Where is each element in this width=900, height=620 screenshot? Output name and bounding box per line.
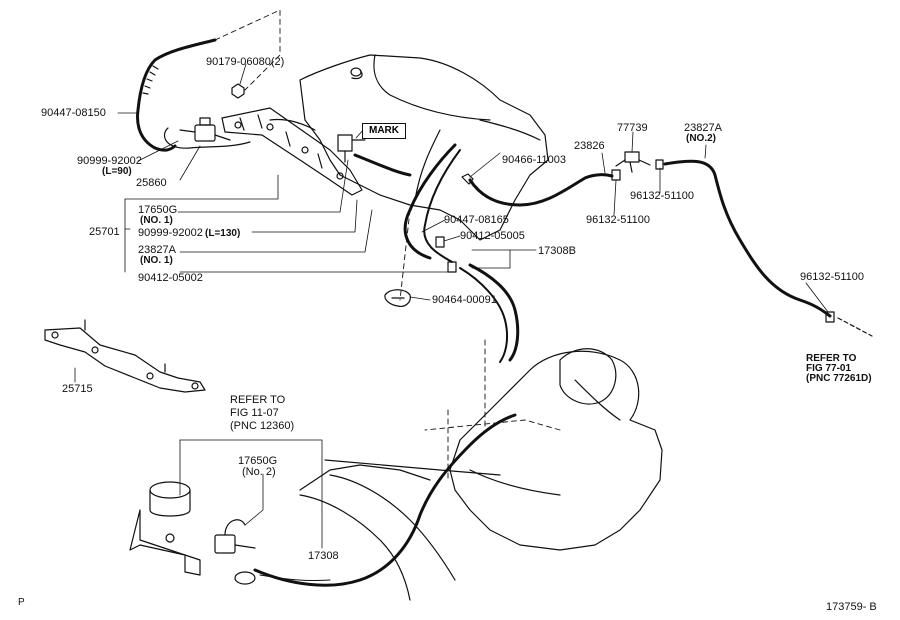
clip-90466 bbox=[461, 173, 474, 185]
label-25860: 25860 bbox=[136, 177, 167, 189]
hose-23826 bbox=[468, 173, 614, 207]
label-25715: 25715 bbox=[62, 383, 93, 395]
label-90412-05005: 90412-05005 bbox=[460, 230, 525, 242]
refer-fig11-line3: (PNC 12360) bbox=[230, 420, 295, 432]
label-17308: 17308 bbox=[308, 550, 339, 562]
label-96132-51100-c: 96132-51100 bbox=[800, 271, 865, 283]
refer-fig11-line2: FIG 11-07 bbox=[230, 407, 279, 419]
support-25715-illustration bbox=[44, 319, 206, 393]
intake-manifold-illustration bbox=[299, 54, 549, 241]
label-90447-08150: 90447-08150 bbox=[41, 107, 106, 119]
diagram-id: 173759- B bbox=[826, 601, 877, 613]
label-no2: (NO.2) bbox=[686, 133, 716, 144]
clip-96132-c bbox=[825, 311, 835, 323]
label-l130: (L=130) bbox=[205, 228, 241, 239]
clip-90412-05002 bbox=[447, 261, 457, 273]
corner-marker-p: P bbox=[18, 597, 25, 608]
label-no1-b: (NO. 1) bbox=[140, 255, 173, 266]
label-l90: (L=90) bbox=[102, 166, 132, 177]
refer-fig11-line1: REFER TO bbox=[230, 394, 286, 406]
nut-90179 bbox=[231, 83, 245, 99]
joint-77739 bbox=[611, 151, 651, 181]
vsv-17650g-no2-illustration bbox=[214, 519, 256, 585]
label-17650g-no2: 17650G bbox=[238, 455, 278, 467]
label-no1-a: (NO. 1) bbox=[140, 215, 173, 226]
clip-96132-a bbox=[655, 159, 664, 170]
hose-23827a-no2 bbox=[663, 159, 832, 318]
label-90412-05002: 90412-05002 bbox=[138, 272, 203, 284]
label-90447-08165: 90447-08165 bbox=[444, 214, 509, 226]
label-23826: 23826 bbox=[574, 140, 605, 152]
label-90466-11003: 90466-11003 bbox=[502, 154, 567, 166]
label-no2-b: (No. 2) bbox=[242, 466, 276, 478]
label-96132-51100-a: 96132-51100 bbox=[630, 190, 695, 202]
label-23827a-no1: 23827A bbox=[138, 244, 176, 256]
refer-fig77-line1: REFER TO bbox=[806, 353, 857, 364]
label-17650g-no1: 17650G bbox=[138, 204, 178, 216]
label-77739: 77739 bbox=[617, 122, 648, 134]
bracket-25701-illustration bbox=[221, 107, 363, 196]
label-23827a-no2: 23827A bbox=[684, 122, 722, 134]
label-90464-00091: 90464-00091 bbox=[432, 294, 497, 306]
label-17308b: 17308B bbox=[538, 245, 576, 257]
label-90179-06080: 90179-06080(2) bbox=[206, 56, 285, 68]
clamp-90464 bbox=[384, 289, 411, 307]
label-90999-92002-a: 90999-92002 bbox=[77, 155, 142, 167]
engine-mount-illustration bbox=[129, 481, 201, 576]
refer-fig77-line3: (PNC 77261D) bbox=[806, 373, 872, 384]
label-25701: 25701 bbox=[89, 226, 120, 238]
hose-90447-08150 bbox=[136, 38, 217, 152]
clip-90412-05005 bbox=[435, 236, 445, 248]
label-90999-92002-b: 90999-92002 bbox=[138, 227, 203, 239]
vsv-25860-illustration bbox=[163, 117, 251, 149]
mark-joint-illustration bbox=[337, 134, 412, 177]
mark-label: MARK bbox=[362, 123, 406, 139]
fuel-tank-illustration bbox=[299, 348, 663, 601]
refer-fig77-line2: FIG 77-01 bbox=[806, 363, 852, 374]
hose-17308 bbox=[253, 413, 517, 587]
label-96132-51100-b: 96132-51100 bbox=[586, 214, 651, 226]
vacuum-hoses bbox=[403, 143, 520, 363]
